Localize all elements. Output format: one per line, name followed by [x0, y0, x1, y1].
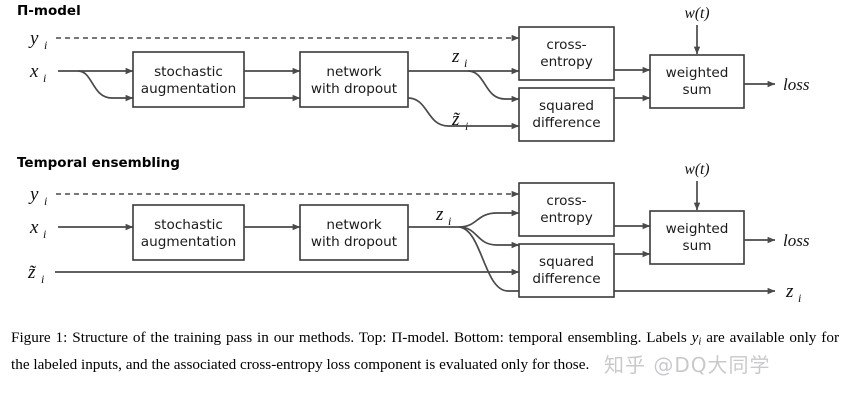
box-squared-difference-top [518, 87, 615, 142]
label-z-sub-bottom: i [448, 214, 451, 228]
label-z-tilde-i-top: z̃ i [451, 109, 468, 133]
label-z-i-output-bottom: z i [785, 281, 801, 305]
box-weighted-sum-bottom-line2: sum [683, 238, 712, 254]
box-cross-entropy-bottom-line1: cross- [546, 193, 586, 209]
box-cross-entropy-top [518, 26, 615, 81]
box-stochastic-augmentation-bottom-line1: stochastic [154, 217, 223, 233]
box-squared-difference-bottom-line2: difference [532, 271, 600, 287]
box-squared-difference-bottom [518, 243, 615, 298]
box-network-dropout-top-line2: with dropout [311, 81, 397, 97]
box-squared-difference-bottom-line1: squared [539, 254, 594, 270]
box-weighted-sum-top-line2: sum [683, 82, 712, 98]
section-title-pi-model: Π-model [17, 3, 81, 19]
box-cross-entropy-bottom [518, 182, 615, 237]
box-network-dropout-top-line1: network [326, 64, 381, 80]
box-network-dropout-bottom-line2: with dropout [311, 234, 397, 250]
label-z-tilde-bottom: z̃ [27, 262, 37, 283]
box-stochastic-augmentation-top-line1: stochastic [154, 64, 223, 80]
label-x-i-top: x i [29, 61, 46, 85]
label-x-sub-top: i [43, 71, 46, 85]
label-y-i-top: y i [28, 28, 47, 52]
caption-math-y-sub: i [698, 336, 702, 348]
section-title-temporal-ensembling: Temporal ensembling [17, 155, 180, 171]
label-z-tilde-sub-bottom: i [41, 272, 44, 286]
box-weighted-sum-bottom [649, 210, 745, 265]
caption-math-y: y [691, 329, 699, 346]
label-z-bottom: z [435, 204, 444, 225]
box-squared-difference-top-line2: difference [532, 115, 600, 131]
label-z-i-top: z i [451, 46, 467, 70]
box-stochastic-augmentation-bottom [132, 204, 245, 261]
caption-text-1: Structure of the training pass in our me… [67, 329, 692, 346]
label-loss-bottom: loss [783, 231, 810, 250]
box-stochastic-augmentation-top-line2: augmentation [141, 81, 237, 97]
box-stochastic-augmentation-bottom-line2: augmentation [141, 234, 237, 250]
box-cross-entropy-bottom-line2: entropy [540, 210, 593, 226]
edge-z-to-squared-diff-bottom [458, 226, 520, 249]
label-y-top: y [28, 28, 39, 49]
label-z-tilde-i-bottom: z̃ i [27, 262, 44, 286]
edge-z-to-squared-diff-top [467, 70, 520, 103]
pipeline-diagram: y i x i stochastic augmentation network … [27, 5, 810, 305]
caption-text-2: are available only for the labeled input… [11, 329, 840, 373]
label-w-t-bottom: w(t) [685, 161, 710, 178]
label-z-i-bottom: z i [435, 204, 451, 228]
edge-x-to-aug-2-top [77, 70, 134, 102]
box-cross-entropy-top-line1: cross- [546, 37, 586, 53]
edge-z-to-cross-entropy-bottom [458, 209, 520, 228]
box-cross-entropy-top-line2: entropy [540, 54, 593, 70]
label-x-sub-bottom: i [43, 227, 46, 241]
label-x-bottom: x [29, 217, 39, 238]
label-x-top: x [29, 61, 39, 82]
box-squared-difference-top-line1: squared [539, 98, 594, 114]
box-stochastic-augmentation-top [132, 51, 245, 108]
label-z-top: z [451, 46, 460, 67]
label-z-output-bottom: z [785, 281, 794, 302]
label-w-t-top: w(t) [685, 5, 710, 22]
label-x-i-bottom: x i [29, 217, 46, 241]
edge-z-to-output-bottom [458, 226, 776, 295]
box-network-dropout-top [299, 51, 409, 108]
label-z-tilde-top: z̃ [451, 109, 461, 130]
label-z-output-sub-bottom: i [798, 291, 801, 305]
box-network-dropout-bottom [299, 204, 409, 261]
box-weighted-sum-bottom-line1: weighted [666, 221, 729, 237]
box-weighted-sum-top-line1: weighted [666, 65, 729, 81]
caption-prefix: Figure 1: [11, 329, 68, 346]
label-y-sub-bottom: i [44, 194, 47, 208]
edge-ztilde-to-squared-diff-top [407, 97, 520, 130]
label-z-sub-top: i [464, 56, 467, 70]
label-y-bottom: y [28, 184, 39, 205]
label-y-i-bottom: y i [28, 184, 47, 208]
box-weighted-sum-top [649, 54, 745, 109]
box-network-dropout-bottom-line1: network [326, 217, 381, 233]
figure-caption: Figure 1: Structure of the training pass… [11, 327, 839, 376]
label-y-sub-top: i [44, 38, 47, 52]
label-loss-top: loss [783, 75, 810, 94]
